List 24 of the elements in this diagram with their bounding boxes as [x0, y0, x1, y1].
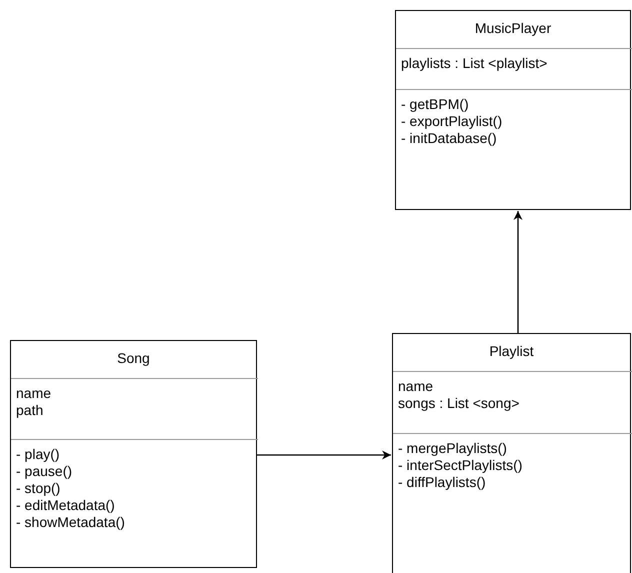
class-box [392, 333, 631, 573]
member-text: songs : List <song> [398, 395, 520, 412]
class-box [10, 340, 257, 568]
class-box [395, 10, 631, 210]
member-text: - showMetadata() [16, 514, 125, 531]
class-name: MusicPlayer [474, 19, 552, 37]
member-text: name [398, 378, 434, 395]
member-text: - mergePlaylists() [398, 440, 507, 457]
member-text: - stop() [16, 480, 60, 497]
member-text: - diffPlaylists() [398, 474, 486, 491]
member-text: name [16, 385, 52, 402]
member-text: - pause() [16, 463, 72, 480]
member-text: - play() [16, 446, 60, 463]
arrow [257, 450, 391, 460]
member-text: - editMetadata() [16, 497, 115, 514]
class-name: Playlist [488, 342, 535, 360]
arrow [514, 211, 522, 333]
member-text: path [16, 402, 44, 419]
class-name: Song [116, 349, 151, 367]
member-text: playlists : List <playlist> [401, 55, 548, 72]
member-text: - initDatabase() [401, 130, 497, 147]
member-text: - exportPlaylist() [401, 113, 502, 130]
member-text: - getBPM() [401, 96, 469, 113]
member-text: - interSectPlaylists() [398, 457, 522, 474]
